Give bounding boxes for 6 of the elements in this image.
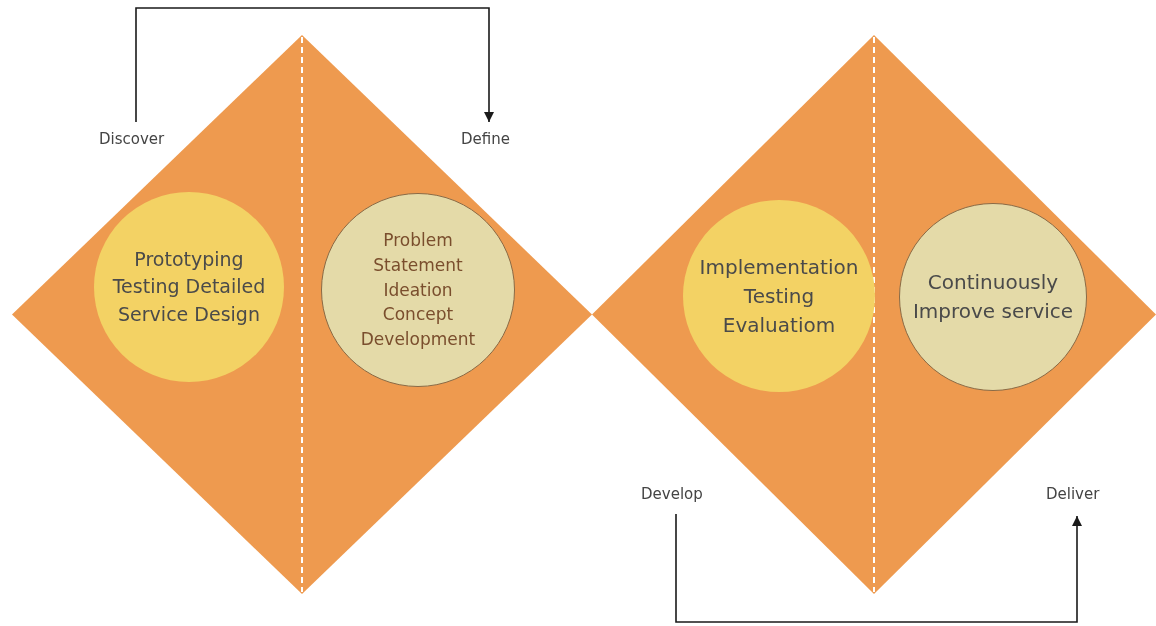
phase-label: Deliver [1046,485,1108,507]
phase-label: Discover [99,130,173,152]
arrow [135,7,494,123]
arrow [675,513,1082,623]
phase-label: Develop [641,485,711,507]
phase-label: Define [461,130,517,152]
